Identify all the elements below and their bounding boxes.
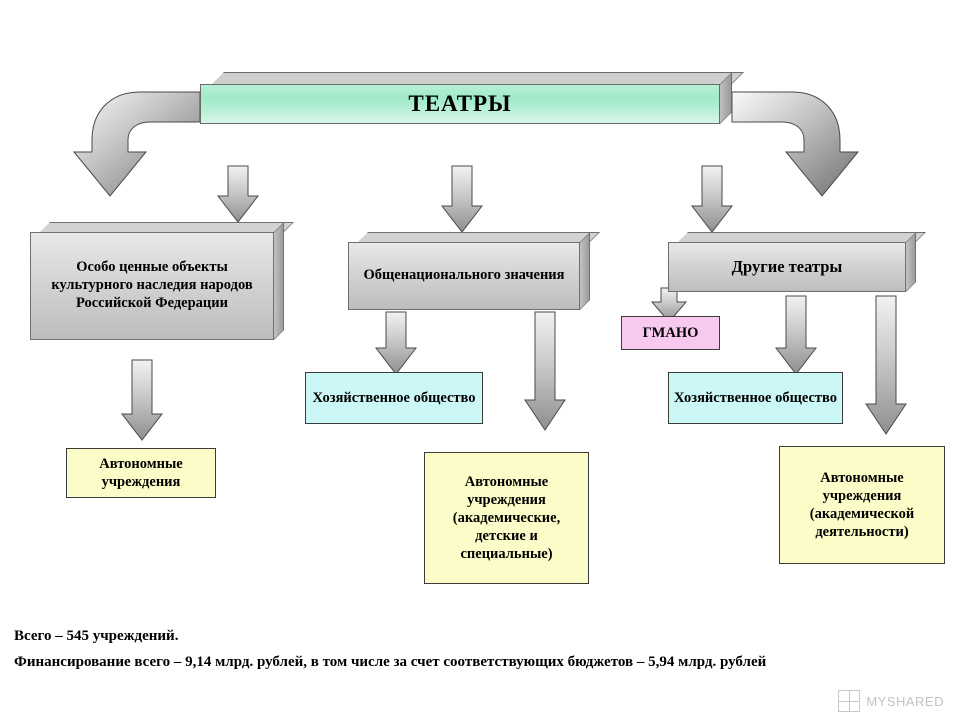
economic-society-right-label: Хозяйственное общество — [673, 389, 838, 406]
economic-society-mid-label: Хозяйственное общество — [312, 389, 476, 406]
footer-line-1: Всего – 545 учреждений. — [14, 628, 179, 644]
node-economic-society-right: Хозяйственное общество — [668, 372, 843, 424]
title-label: ТЕАТРЫ — [408, 91, 512, 116]
arrow-valuable-to-autonomous — [120, 359, 164, 441]
national-significance-label: Общенационального значения — [363, 267, 565, 284]
node-gmano: ГМАНО — [621, 316, 720, 350]
arrow-other-to-economic — [774, 295, 818, 375]
node-autonomous-mid: Автономные учреждения (академические, де… — [424, 452, 589, 584]
arrow-title-to-valuable — [216, 165, 260, 223]
node-autonomous-right: Автономные учреждения (академической дея… — [779, 446, 945, 564]
arrow-curve-right — [731, 91, 860, 197]
arrow-other-to-autonomous — [865, 295, 907, 435]
national-significance-top — [358, 232, 600, 242]
national-significance-side — [580, 232, 590, 310]
arrow-national-to-economic — [374, 311, 418, 375]
node-national-significance: Общенационального значения — [348, 232, 600, 310]
title-box-top — [212, 72, 744, 84]
autonomous-left-label: Автономные учреждения — [99, 455, 183, 490]
arrow-curve-left — [72, 91, 201, 197]
arrow-title-to-national — [440, 165, 484, 233]
arrow-title-to-other — [690, 165, 734, 233]
node-other-theatres: Другие театры — [668, 232, 926, 292]
node-economic-society-mid: Хозяйственное общество — [305, 372, 483, 424]
autonomous-mid-label: Автономные учреждения (академические, де… — [452, 473, 561, 563]
footer-line-2: Финансирование всего – 9,14 млрд. рублей… — [14, 654, 767, 670]
autonomous-right-label: Автономные учреждения (академической дея… — [809, 469, 915, 541]
node-valuable-objects: Особо ценные объекты культурного наследи… — [30, 222, 294, 340]
valuable-objects-face: Особо ценные объекты культурного наследи… — [30, 232, 274, 340]
other-theatres-top — [678, 232, 926, 242]
valuable-objects-top — [40, 222, 294, 232]
watermark: MYSHARED — [838, 690, 944, 712]
gmano-label: ГМАНО — [642, 324, 699, 341]
other-theatres-label: Другие театры — [731, 256, 843, 276]
myshared-logo-icon — [838, 690, 861, 712]
other-theatres-face: Другие театры — [668, 242, 906, 292]
node-theatres: ТЕАТРЫ — [200, 72, 744, 124]
other-theatres-side — [906, 232, 916, 292]
watermark-label: MYSHARED — [866, 693, 944, 709]
node-autonomous-left: Автономные учреждения — [66, 448, 216, 498]
valuable-objects-label: Особо ценные объекты культурного наследи… — [51, 259, 253, 311]
arrow-national-to-autonomous — [524, 311, 566, 431]
title-box-face: ТЕАТРЫ — [200, 84, 720, 124]
valuable-objects-side — [274, 222, 284, 340]
national-significance-face: Общенационального значения — [348, 242, 580, 310]
